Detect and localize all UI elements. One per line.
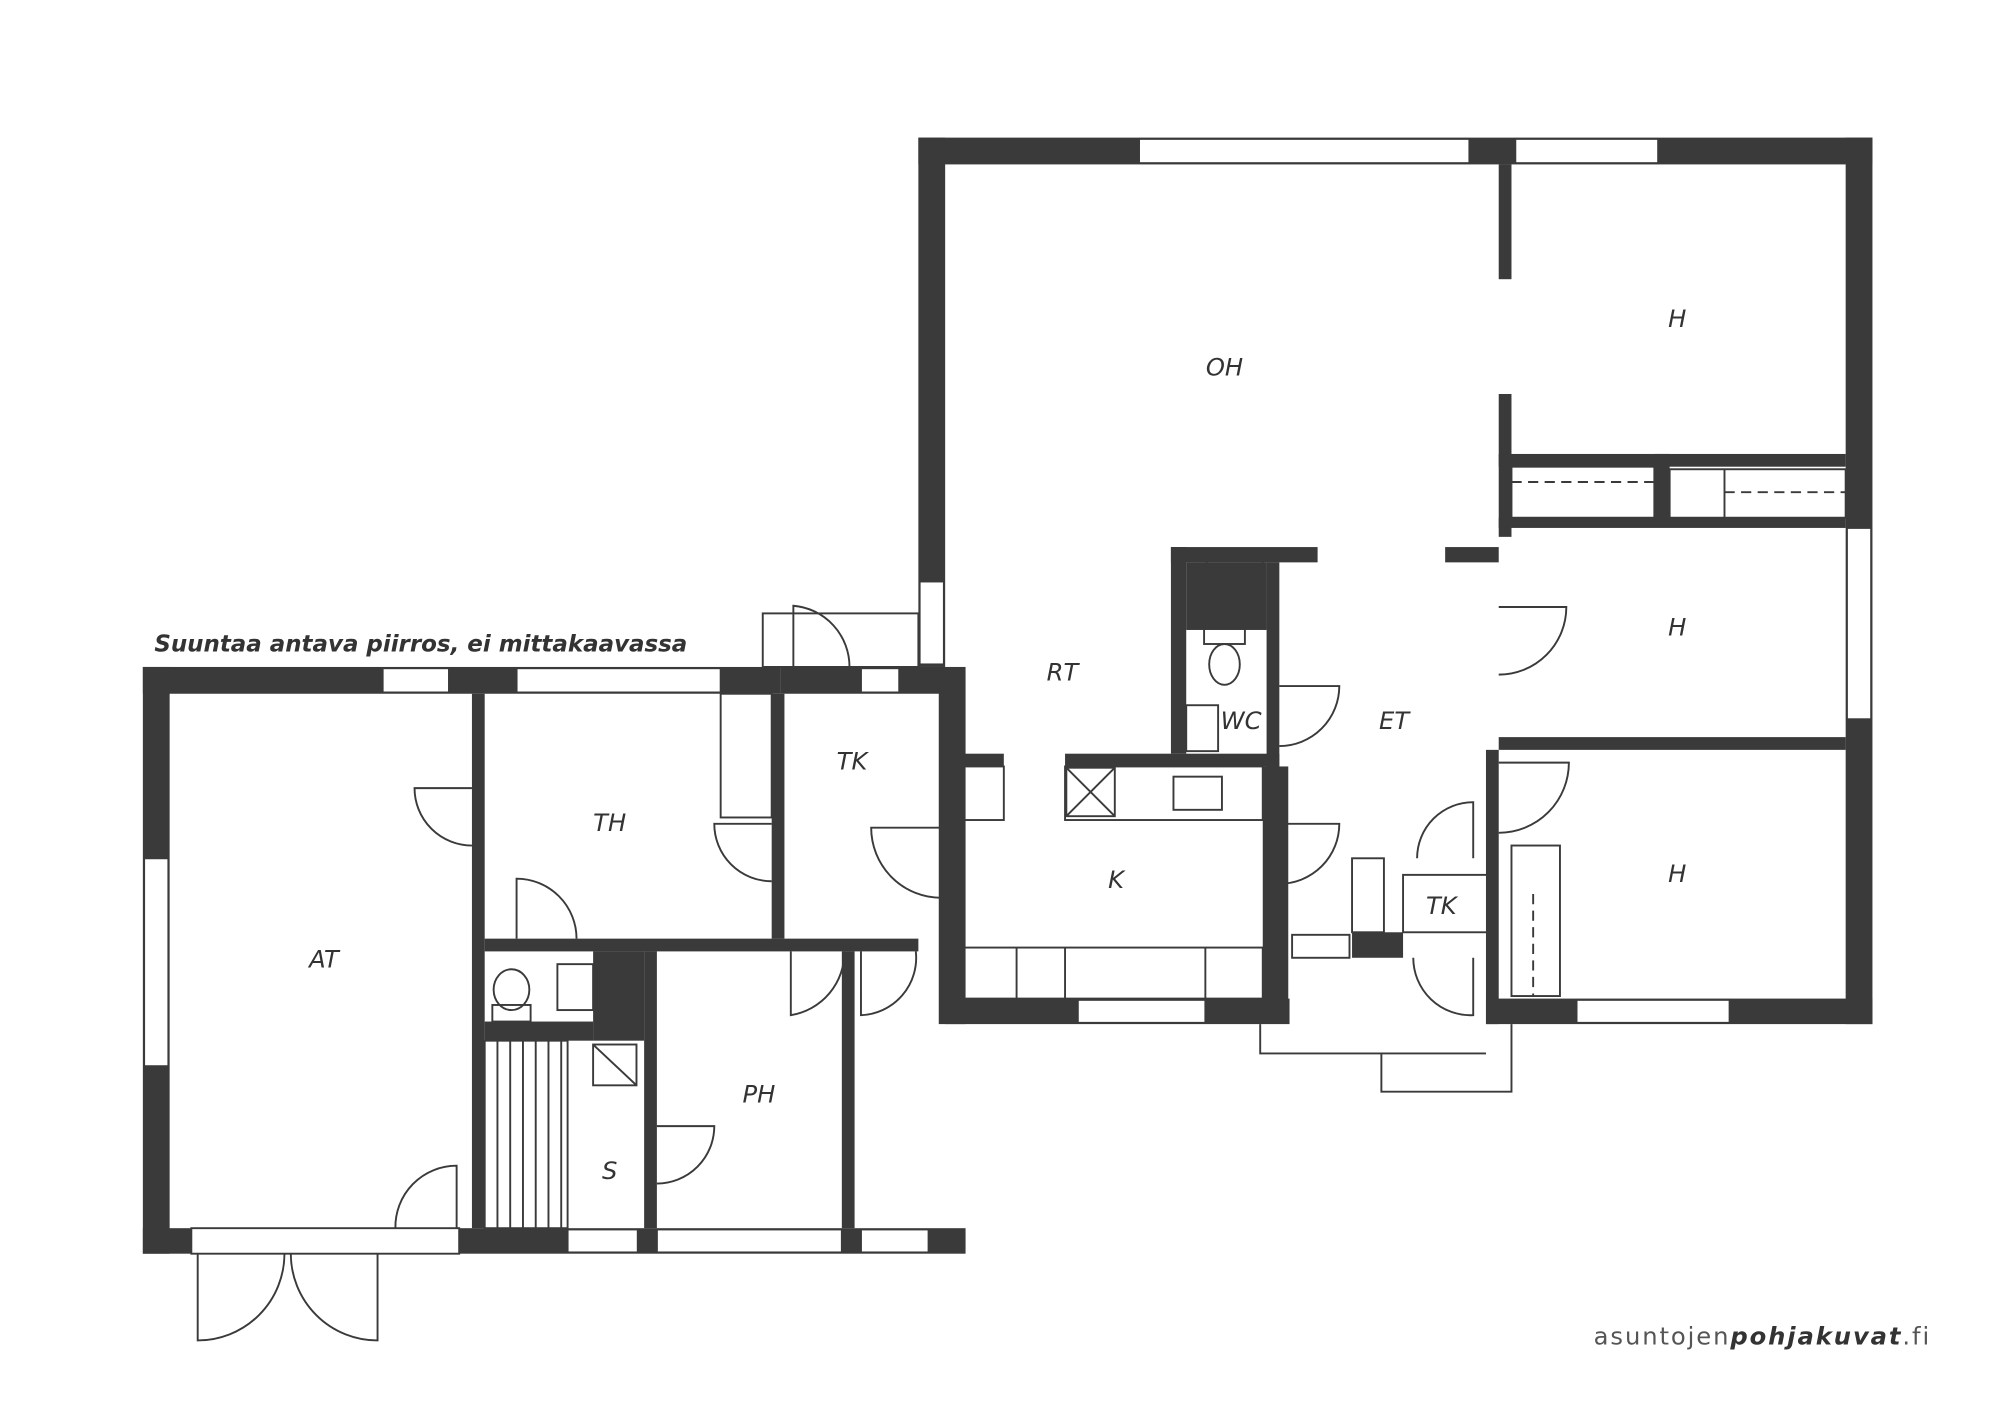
room-label-et: ET (1379, 707, 1411, 735)
room-label-h1: H (1668, 305, 1686, 333)
stove-icon (1065, 766, 1116, 818)
watermark-bold: pohjakuvat (1729, 1322, 1902, 1350)
sink-icon (1185, 704, 1220, 753)
stove-icon (592, 1043, 638, 1087)
sink-icon (556, 963, 595, 1012)
sauna-bench (483, 1039, 569, 1230)
walls-main (918, 137, 1873, 1025)
toilet-icon (492, 968, 531, 1012)
sink-icon (1172, 775, 1223, 811)
room-label-th: TH (593, 809, 626, 837)
toilet-icon (1208, 643, 1241, 686)
windows (143, 137, 1873, 1255)
room-label-tk1: TK (837, 748, 870, 776)
room-label-k: K (1108, 866, 1126, 894)
room-labels: OH H H H RT WC ET K TK TK TH AT PH S (307, 305, 1686, 1185)
watermark: asuntojenpohjakuvat.fi (1594, 1322, 1931, 1350)
room-label-h2: H (1668, 614, 1686, 642)
watermark-suffix: .fi (1902, 1322, 1931, 1350)
fixtures (483, 465, 1847, 1230)
watermark-prefix: asuntojen (1594, 1322, 1731, 1350)
room-label-s: S (602, 1157, 617, 1185)
room-label-h3: H (1668, 860, 1686, 888)
doors (196, 604, 1570, 1342)
room-label-rt: RT (1047, 658, 1081, 686)
room-label-wc: WC (1221, 707, 1262, 735)
room-label-tk2: TK (1426, 892, 1459, 920)
room-label-at: AT (307, 945, 341, 973)
room-label-ph: PH (743, 1081, 776, 1109)
scale-disclaimer: Suuntaa antava piirros, ei mittakaavassa (154, 632, 687, 658)
room-label-oh: OH (1206, 353, 1243, 381)
